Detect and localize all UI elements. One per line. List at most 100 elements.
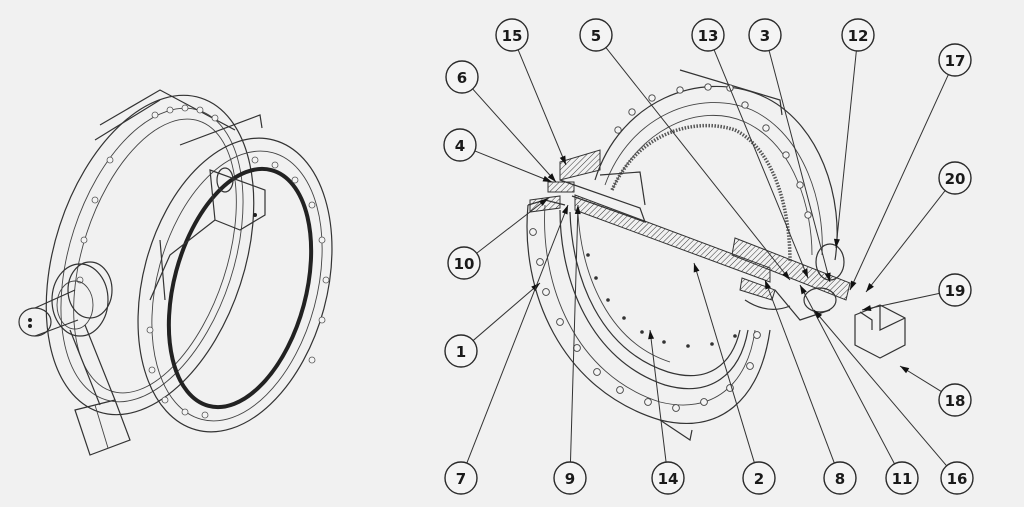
arrowhead-icon — [862, 305, 872, 312]
leader-line — [713, 49, 809, 279]
callout-2: 2 — [693, 262, 776, 495]
callout-18: 18 — [899, 365, 972, 417]
callout-circle — [579, 18, 613, 52]
callout-7: 7 — [444, 204, 569, 495]
leader-line — [466, 204, 569, 464]
arrowhead-icon — [866, 283, 874, 292]
callout-19: 19 — [861, 273, 972, 312]
callout-circle — [691, 18, 725, 52]
leader-line — [764, 279, 835, 464]
callout-circle — [938, 43, 972, 77]
callout-number: 13 — [698, 27, 719, 45]
arrowhead-icon — [547, 173, 556, 182]
callout-circle — [553, 461, 587, 495]
callout-number: 15 — [502, 27, 523, 45]
arrowhead-icon — [833, 238, 840, 248]
arrowhead-icon — [539, 198, 548, 206]
valve-exterior-illustration — [18, 89, 333, 456]
arrowhead-icon — [782, 271, 790, 280]
leader-line — [472, 282, 541, 341]
callout-circle — [885, 461, 919, 495]
leader-line — [693, 262, 755, 463]
callout-number: 2 — [754, 470, 764, 488]
arrowhead-icon — [850, 280, 857, 290]
callout-circle — [742, 461, 776, 495]
callout-8: 8 — [764, 279, 857, 495]
leader-line — [472, 88, 557, 183]
callout-5: 5 — [579, 18, 791, 281]
callout-circle — [823, 461, 857, 495]
callout-number: 20 — [945, 170, 966, 188]
callout-number: 17 — [945, 52, 966, 70]
callout-number: 12 — [848, 27, 869, 45]
callout-number: 19 — [945, 282, 966, 300]
leader-line — [849, 74, 949, 291]
valve-cutaway-illustration — [526, 69, 906, 441]
callout-circle — [841, 18, 875, 52]
leader-line — [861, 292, 940, 311]
leader-line — [799, 284, 895, 465]
arrowhead-icon — [824, 272, 831, 282]
callout-circle — [444, 461, 478, 495]
callout-12: 12 — [833, 18, 875, 249]
callout-6: 6 — [445, 60, 557, 183]
leader-line — [649, 329, 667, 463]
leader-line — [865, 190, 946, 293]
callout-number: 6 — [457, 69, 467, 87]
callout-circle — [445, 60, 479, 94]
callout-number: 1 — [456, 343, 466, 361]
arrowhead-icon — [800, 285, 807, 295]
callout-13: 13 — [691, 18, 809, 279]
callout-circle — [938, 161, 972, 195]
arrowhead-icon — [559, 155, 566, 165]
callout-circle — [940, 461, 974, 495]
arrowhead-icon — [693, 263, 700, 273]
arrowhead-icon — [814, 310, 823, 319]
callout-number: 9 — [565, 470, 575, 488]
arrowhead-icon — [900, 366, 910, 374]
callout-number: 16 — [947, 470, 968, 488]
callout-20: 20 — [865, 161, 972, 293]
leader-line — [474, 150, 553, 183]
callout-3: 3 — [748, 18, 831, 283]
callout-17: 17 — [849, 43, 972, 291]
callout-11: 11 — [799, 284, 919, 495]
leader-line — [813, 309, 948, 467]
callout-4: 4 — [443, 128, 553, 183]
leader-line — [835, 50, 857, 249]
callout-number: 11 — [892, 470, 913, 488]
callout-circle — [938, 383, 972, 417]
callout-number: 3 — [760, 27, 770, 45]
callout-number: 8 — [835, 470, 845, 488]
arrowhead-icon — [648, 330, 655, 340]
callout-15: 15 — [495, 18, 567, 166]
callout-number: 7 — [456, 470, 466, 488]
callout-1: 1 — [444, 282, 541, 368]
leader-line — [605, 47, 791, 281]
callout-circle — [444, 334, 478, 368]
callout-number: 18 — [945, 392, 966, 410]
callout-circle — [938, 273, 972, 307]
callout-9: 9 — [553, 204, 587, 495]
callout-circle — [447, 246, 481, 280]
leader-line — [476, 197, 549, 254]
arrowhead-icon — [561, 205, 568, 215]
arrowhead-icon — [801, 268, 808, 278]
callout-16: 16 — [813, 309, 974, 495]
callout-circle — [443, 128, 477, 162]
arrowhead-icon — [574, 205, 581, 215]
callout-14: 14 — [648, 329, 685, 495]
leader-line — [768, 50, 831, 283]
callout-circle — [651, 461, 685, 495]
callout-circle — [495, 18, 529, 52]
leader-line — [569, 204, 579, 463]
callout-10: 10 — [447, 197, 549, 280]
callout-number: 5 — [591, 27, 601, 45]
callout-number: 14 — [658, 470, 679, 488]
callout-layer: 15 5 13 3 12 17 6 4 20 10 19 1 18 7 9 14 2 8 11 16 — [443, 18, 974, 495]
arrowhead-icon — [765, 280, 771, 290]
callout-number: 10 — [454, 255, 475, 273]
callout-number: 4 — [455, 137, 465, 155]
leader-line — [517, 49, 567, 166]
